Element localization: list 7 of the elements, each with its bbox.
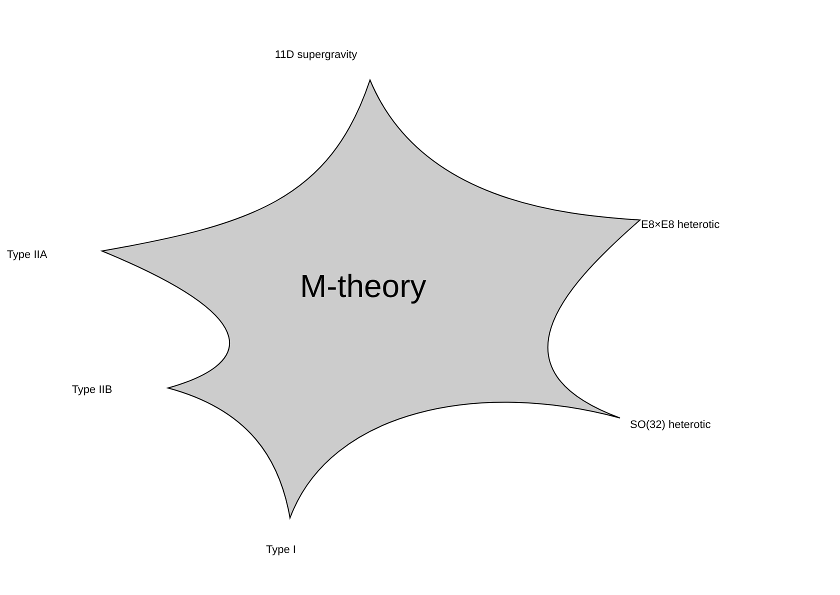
cusp-label: E8×E8 heterotic	[641, 220, 720, 231]
cusp-label: 11D supergravity	[274, 50, 358, 61]
cusp-label: Type IIA	[6, 250, 48, 261]
shape-title: M-theory	[300, 270, 426, 302]
cusp-label: Type I	[266, 545, 296, 556]
cusp-label: Type IIB	[72, 385, 112, 396]
cusp-label: SO(32) heterotic	[630, 420, 711, 431]
